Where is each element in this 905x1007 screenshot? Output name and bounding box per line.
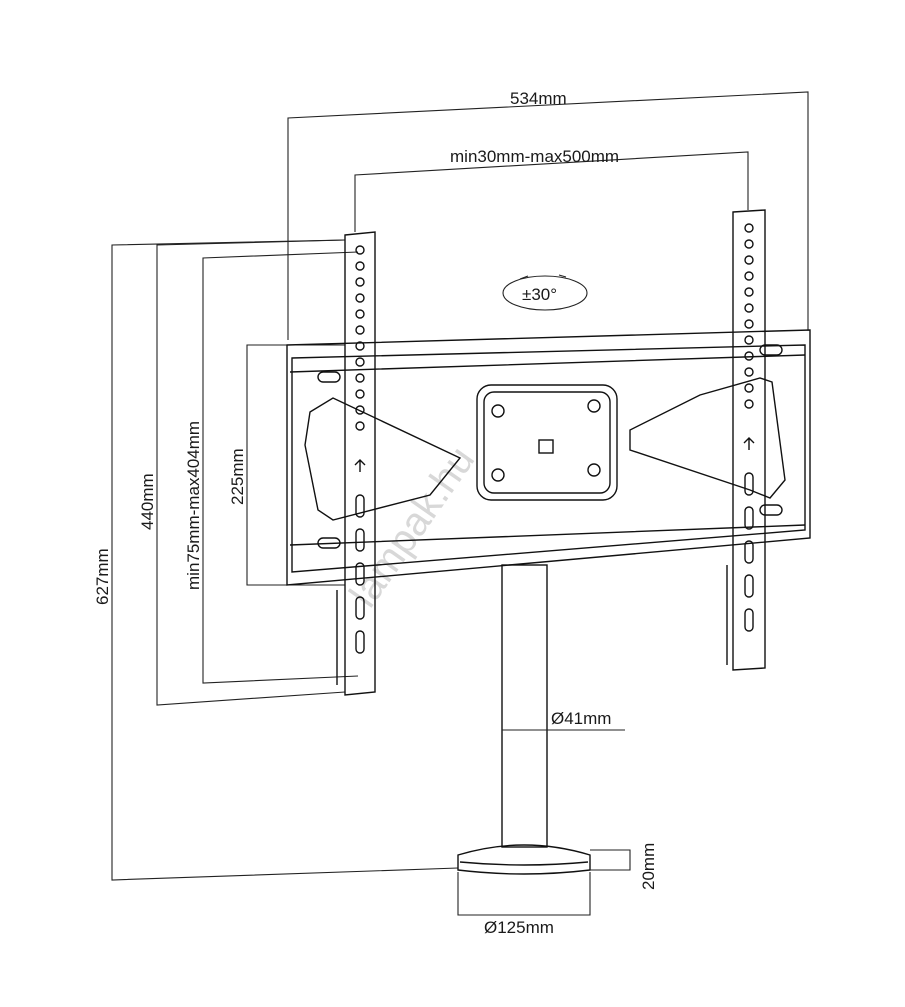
dim-overall-width	[287, 91, 809, 340]
mount-slot	[355, 494, 365, 518]
mount-slot	[355, 528, 365, 552]
arrow-up-icon	[743, 437, 755, 450]
mount-hole	[744, 367, 754, 377]
dim-base-diameter	[457, 872, 591, 916]
rotation-indicator	[502, 274, 588, 311]
label-base-height: 20mm	[639, 843, 658, 890]
mount-hole	[744, 399, 754, 409]
mount-hole	[744, 255, 754, 265]
mount-slot	[744, 472, 754, 496]
mount-slot	[355, 630, 365, 654]
mount-hole	[744, 287, 754, 297]
label-vesa-vertical: min75mm-max404mm	[184, 421, 203, 590]
mount-hole	[355, 389, 365, 399]
label-rotation: ±30°	[522, 285, 557, 304]
dim-vesa-vertical	[202, 251, 359, 684]
mount-slot	[744, 506, 754, 530]
mount-hole	[355, 277, 365, 287]
mount-slot	[744, 574, 754, 598]
right-bracket	[726, 209, 766, 671]
mount-hole	[355, 421, 365, 431]
watermark: lampak.hu	[341, 439, 483, 615]
mount-hole	[355, 405, 365, 415]
dim-bracket-height	[156, 239, 346, 706]
mount-slot	[355, 562, 365, 586]
label-overall-height: 627mm	[93, 548, 112, 605]
label-pole-diameter: Ø41mm	[551, 709, 611, 728]
mount-hole	[355, 261, 365, 271]
dim-base-height	[590, 849, 631, 871]
label-plate-height: 225mm	[228, 448, 247, 505]
wall-plate	[286, 329, 811, 586]
mount-hole	[744, 335, 754, 345]
label-vesa-horizontal: min30mm-max500mm	[450, 147, 619, 166]
mount-hole	[744, 271, 754, 281]
left-bracket	[336, 231, 376, 696]
mount-hole	[744, 303, 754, 313]
mount-hole	[355, 245, 365, 255]
pole	[501, 564, 548, 848]
mount-hole	[744, 351, 754, 361]
base	[457, 844, 591, 875]
mount-hole	[355, 357, 365, 367]
label-base-diameter: Ø125mm	[484, 918, 554, 937]
mount-hole	[355, 341, 365, 351]
mount-hole	[355, 325, 365, 335]
arrow-up-icon	[354, 459, 366, 472]
dim-vesa-horizontal	[354, 151, 749, 232]
mount-slot	[744, 540, 754, 564]
mount-hole	[744, 319, 754, 329]
mount-hole	[355, 293, 365, 303]
mount-hole	[744, 239, 754, 249]
mount-slot	[355, 596, 365, 620]
label-overall-width: 534mm	[510, 89, 567, 108]
mount-hole	[744, 383, 754, 393]
mount-hole	[355, 373, 365, 383]
label-bracket-height: 440mm	[138, 473, 157, 530]
dim-overall-height	[111, 239, 459, 881]
mount-slot	[744, 608, 754, 632]
mount-hole	[355, 309, 365, 319]
mount-hole	[744, 223, 754, 233]
dim-plate-height	[246, 344, 345, 586]
